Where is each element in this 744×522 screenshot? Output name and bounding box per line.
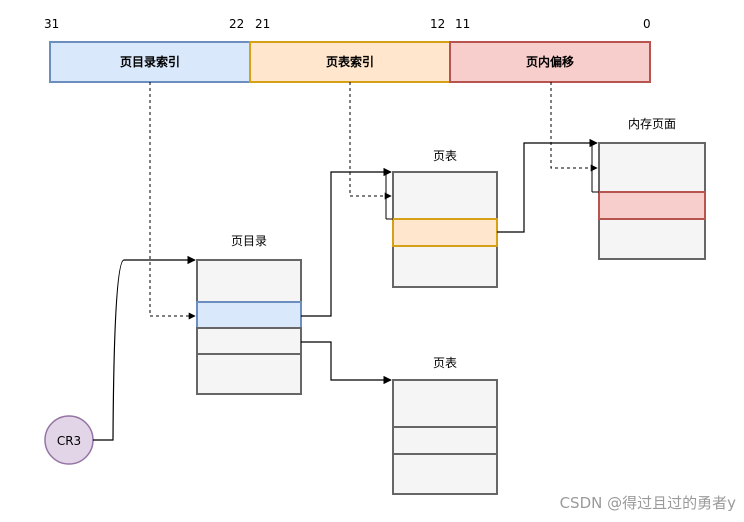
bit-31: 31	[44, 17, 59, 31]
bit-21: 21	[255, 17, 270, 31]
cr3-label: CR3	[57, 434, 81, 448]
page-directory-block	[196, 259, 302, 395]
segment-dir-index-label: 页目录索引	[120, 54, 180, 69]
dir-index-arrow	[149, 82, 196, 320]
bit-12: 12	[430, 17, 445, 31]
segment-dir-index: 页目录索引	[49, 41, 251, 83]
page-directory-entry-selected	[196, 301, 302, 329]
segment-offset: 页内偏移	[449, 41, 651, 83]
cr3-to-directory-arrow	[93, 255, 196, 441]
segment-table-index-label: 页表索引	[326, 54, 374, 69]
bit-11: 11	[455, 17, 470, 31]
bit-22: 22	[229, 17, 244, 31]
page-table-entry-selected	[392, 218, 498, 247]
page-table-top-block	[392, 171, 498, 288]
offset-arrow	[550, 82, 598, 172]
bit-0: 0	[643, 17, 651, 31]
memory-page-label: 内存页面	[628, 117, 676, 131]
memory-page-entry-selected	[598, 191, 706, 220]
cr3-register: CR3	[44, 415, 94, 465]
memory-page-block	[598, 142, 706, 260]
segment-table-index: 页表索引	[249, 41, 451, 83]
segment-offset-label: 页内偏移	[526, 54, 574, 69]
watermark: CSDN @得过且过的勇者y	[560, 494, 737, 512]
page-table-bottom-block	[392, 379, 498, 495]
table-to-memory-page-arrow	[497, 138, 598, 233]
table-index-arrow	[349, 82, 392, 200]
page-directory-entry	[196, 327, 302, 355]
directory-to-table-bottom-arrow	[301, 341, 392, 385]
page-table-top-label: 页表	[433, 149, 457, 163]
page-directory-label: 页目录	[231, 234, 267, 248]
directory-to-table-top-arrow	[301, 167, 392, 317]
page-table-bottom-label: 页表	[433, 356, 457, 370]
